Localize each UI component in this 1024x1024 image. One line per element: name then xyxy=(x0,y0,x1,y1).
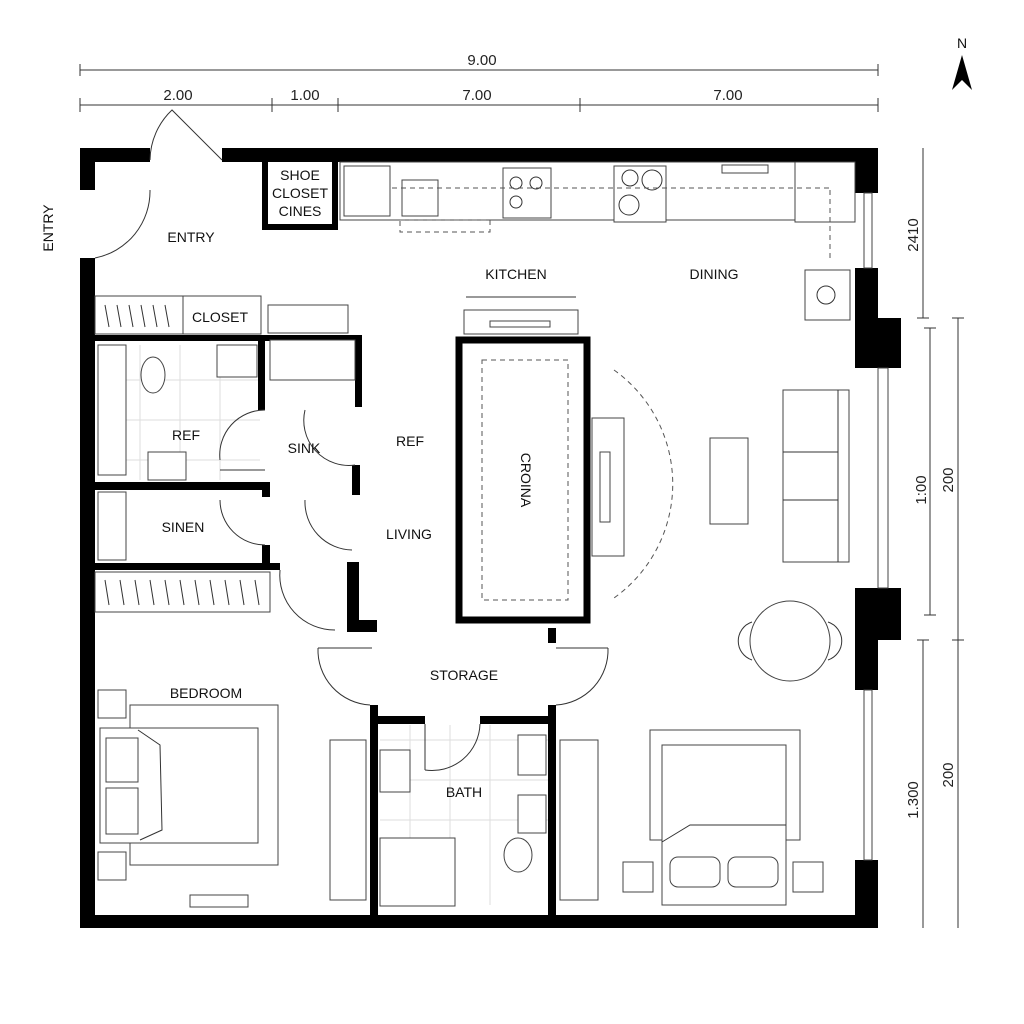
basin-icon xyxy=(216,344,258,378)
dining-table-icon xyxy=(749,600,831,682)
label-closet: CLOSET xyxy=(192,309,248,325)
label-shoe-3: CINES xyxy=(279,203,322,219)
dim-total: 9.00 xyxy=(467,52,496,69)
toilet-icon xyxy=(140,356,166,394)
bath-fixtures xyxy=(140,344,547,907)
windows xyxy=(189,192,889,908)
right-dimensions: 2410 1:00 200 1.300 200 xyxy=(905,148,964,928)
label-bedroom: BEDROOM xyxy=(170,685,242,701)
exterior-walls xyxy=(80,148,901,928)
label-bath: BATH xyxy=(446,784,482,800)
label-sinen: SINEN xyxy=(162,519,205,535)
kitchen-counter xyxy=(339,161,856,335)
room-labels: ENTRY ENTRY SHOE CLOSET CINES KITCHEN DI… xyxy=(40,167,739,800)
dim-right-5: 200 xyxy=(940,762,957,787)
north-label: N xyxy=(957,35,967,51)
interior-walls xyxy=(95,160,556,915)
cooktop-icon xyxy=(613,165,667,223)
coffee-table-icon xyxy=(709,437,749,525)
sofa-icon xyxy=(782,389,850,563)
living-furniture xyxy=(709,389,850,682)
label-island: CROINA xyxy=(518,453,534,508)
top-dimensions: 9.00 2.00 1.00 7.00 7.00 xyxy=(79,52,879,112)
dim-seg-1: 2.00 xyxy=(163,87,192,104)
stove-icon xyxy=(502,167,552,219)
bedroom-furniture xyxy=(97,689,824,906)
label-living: LIVING xyxy=(386,526,432,542)
label-ref-center: REF xyxy=(396,433,424,449)
dim-right-1: 2410 xyxy=(905,218,922,251)
dim-right-2: 1:00 xyxy=(913,475,930,504)
label-entry-side: ENTRY xyxy=(40,204,56,252)
label-shoe-2: CLOSET xyxy=(272,185,328,201)
shower-icon xyxy=(379,837,456,907)
closets xyxy=(94,295,599,901)
dim-seg-2: 1.00 xyxy=(290,87,319,104)
label-shoe-1: SHOE xyxy=(280,167,320,183)
dim-seg-4: 7.00 xyxy=(713,87,742,104)
label-kitchen: KITCHEN xyxy=(485,266,546,282)
dim-right-4: 1.300 xyxy=(905,781,922,819)
label-entry: ENTRY xyxy=(167,229,215,245)
dim-right-3: 200 xyxy=(940,467,957,492)
label-ref-left: REF xyxy=(172,427,200,443)
label-storage: STORAGE xyxy=(430,667,498,683)
sink-icon xyxy=(401,179,439,217)
north-arrow-icon: N xyxy=(952,35,972,90)
doors xyxy=(94,109,609,771)
label-dining: DINING xyxy=(690,266,739,282)
dim-seg-3: 7.00 xyxy=(462,87,491,104)
kitchen-island xyxy=(455,336,674,624)
label-sink: SINK xyxy=(288,440,321,456)
